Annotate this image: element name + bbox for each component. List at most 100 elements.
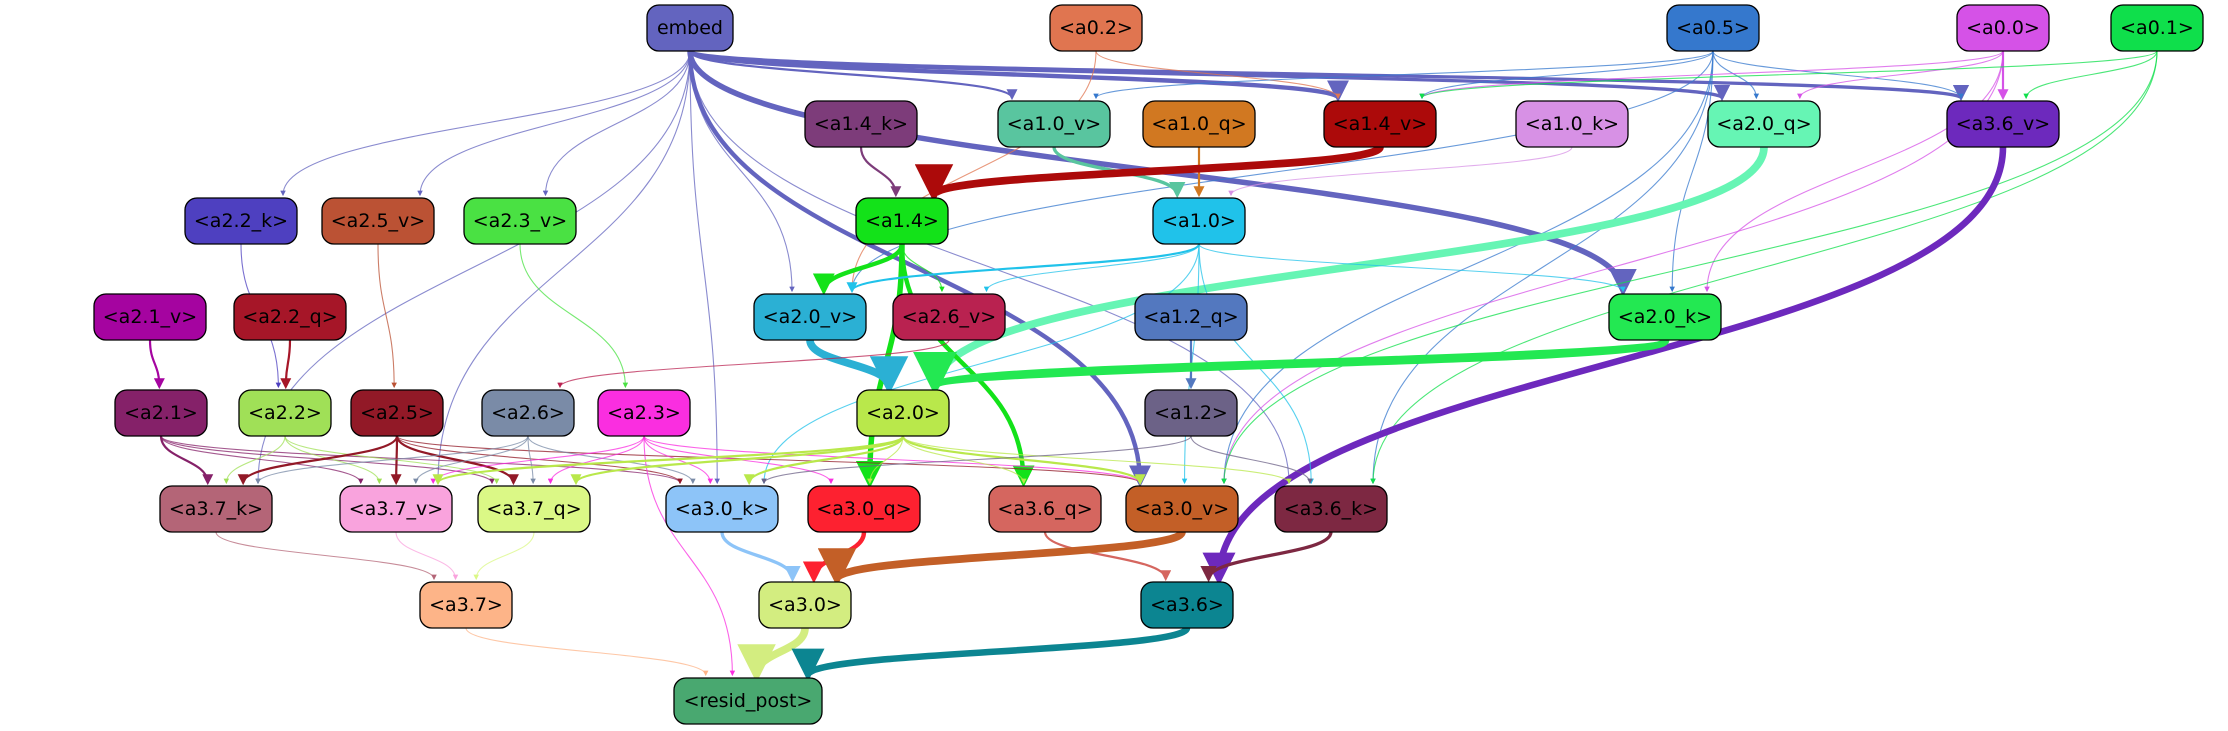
graph-node-a3-0-q[interactable]: <a3.0_q> [807,485,921,533]
node-label: <a3.0_v> [1135,498,1229,520]
edge-a1_0-to-a2_0_v [846,243,1201,294]
node-box [753,293,867,341]
graph-node-resid-post[interactable]: <resid_post> [673,677,823,725]
edge-a1_2-to-a3_6_k [1190,435,1313,485]
node-label: <a0.1> [2120,17,2194,39]
edge-embed-to-a2_0_v [689,50,795,293]
edge-a2_5_v-to-a2_5 [377,243,397,389]
graph-node-a2-0-q[interactable]: <a2.0_q> [1707,100,1821,148]
edge-a2_1-to-a3_7_v [160,435,364,485]
graph-node-a1-0[interactable]: <a1.0> [1152,197,1246,245]
edge-a3_6_q-to-a3_6 [1043,531,1172,582]
graph-node-a0-2[interactable]: <a0.2> [1049,4,1143,52]
node-label: <a2.0_q> [1716,113,1811,135]
graph-node-a3-7-v[interactable]: <a3.7_v> [339,485,453,533]
graph-node-a1-4-k[interactable]: <a1.4_k> [804,100,918,148]
edge-a2_1-to-a3_0_k [160,435,683,485]
graph-node-a2-5[interactable]: <a2.5> [350,389,444,437]
node-label: <a3.7_k> [169,498,263,520]
graph-node-a1-2-q[interactable]: <a1.2_q> [1134,293,1248,341]
edge-a2_6_v-to-a2_6 [557,339,950,389]
graph-node-a1-0-q[interactable]: <a1.0_q> [1142,100,1256,148]
edge-a2_1_v-to-a2_1 [148,339,165,390]
edge-a1_2-to-a3_0_k [761,435,1192,485]
edge-a1_0_k-to-a1_0 [1228,146,1573,197]
graph-node-a3-0-k[interactable]: <a3.0_k> [665,485,779,533]
node-label: <a0.5> [1676,17,1750,39]
node-box [321,197,435,245]
edge-a2_0-to-a3_6_k [902,435,1292,485]
graph-node-a3-7-k[interactable]: <a3.7_k> [159,485,273,533]
node-box [665,485,779,533]
node-label: <a2.2> [248,402,322,424]
graph-node-a2-3[interactable]: <a2.3> [597,389,691,437]
graph-node-a2-1-v[interactable]: <a2.1_v> [93,293,207,341]
graph-node-a2-6-v[interactable]: <a2.6_v> [892,293,1006,341]
edge-a0_2-to-a1_4_v [1095,50,1341,100]
node-box [159,485,273,533]
edge-a2_2_q-to-a2_2 [280,339,292,390]
graph-node-a1-0-k[interactable]: <a1.0_k> [1515,100,1629,148]
node-box [673,677,823,725]
edge-a3_6_v-to-a3_6 [1202,146,2007,586]
graph-node-a2-5-v[interactable]: <a2.5_v> [321,197,435,245]
edge-a2_5-to-a3_7_k [237,435,399,486]
graph-node-a2-2-q[interactable]: <a2.2_q> [233,293,347,341]
graph-node-a1-4-v[interactable]: <a1.4_v> [1323,100,1437,148]
node-box [350,389,444,437]
graph-node-a2-0-v[interactable]: <a2.0_v> [753,293,867,341]
graph-node-a1-4[interactable]: <a1.4> [855,197,949,245]
graph-node-a3-7-q[interactable]: <a3.7_q> [477,485,591,533]
node-label: <a3.0> [768,594,842,616]
graph-node-a0-0[interactable]: <a0.0> [1956,4,2050,52]
edge-a1_4-to-a3_6_q [899,243,1035,488]
node-label: embed [657,17,723,39]
graph-node-embed[interactable]: embed [646,4,734,52]
node-label: <a2.0_v> [763,306,857,328]
edge-a2_3_v-to-a2_3 [519,243,629,389]
graph-node-a2-6[interactable]: <a2.6> [481,389,575,437]
graph-node-a0-1[interactable]: <a0.1> [2110,4,2204,52]
edge-a0_0-to-a2_0_k [1704,50,2004,293]
graph-node-a3-6[interactable]: <a3.6> [1140,581,1234,629]
node-box [1152,197,1246,245]
node-label: <a3.7> [429,594,503,616]
node-box [1125,485,1239,533]
graph-node-a1-0-v[interactable]: <a1.0_v> [997,100,1111,148]
graph-node-a0-5[interactable]: <a0.5> [1666,4,1760,52]
graph-node-a3-0[interactable]: <a3.0> [758,581,852,629]
graph-node-a2-1[interactable]: <a2.1> [114,389,208,437]
node-label: <a1.0> [1162,210,1236,232]
edge-a3_7_v-to-a3_7 [395,531,459,581]
edge-a1_0-to-a2_0_k [1198,243,1626,293]
edge-a3_0-to-resid_post [737,627,809,683]
graph-node-a2-0[interactable]: <a2.0> [856,389,950,437]
graph-node-a1-2[interactable]: <a1.2> [1144,389,1238,437]
graph-node-a3-0-v[interactable]: <a3.0_v> [1125,485,1239,533]
edge-a1_4-to-a2_0_v [812,243,905,296]
node-label: <a1.2> [1154,402,1228,424]
graph-node-a2-0-k[interactable]: <a2.0_k> [1608,293,1722,341]
node-box [477,485,591,533]
edge-a3_0_k-to-a3_0 [720,531,801,583]
edge-embed-to-a2_3_v [542,50,691,197]
edge-layer [148,48,2158,683]
edge-a0_1-to-a3_6_v [2023,50,2158,100]
node-box [233,293,347,341]
edge-a2_3-to-a3_0_v [643,435,1143,485]
graph-node-a2-2[interactable]: <a2.2> [238,389,332,437]
node-box [1707,100,1821,148]
graph-node-a3-6-v[interactable]: <a3.6_v> [1946,100,2060,148]
graph-node-a2-3-v[interactable]: <a2.3_v> [463,197,577,245]
graph-node-a3-6-k[interactable]: <a3.6_k> [1274,485,1388,533]
node-label: <a3.6> [1150,594,1224,616]
edge-a3_6-to-resid_post [791,624,1191,682]
node-box [855,197,949,245]
graph-node-a2-2-k[interactable]: <a2.2_k> [184,197,298,245]
graph-node-a3-6-q[interactable]: <a3.6_q> [988,485,1102,533]
node-label: <a3.6_v> [1956,113,2050,135]
edge-a1_0-to-a3_0_k [761,243,1200,485]
edge-a1_0-to-a2_6_v [983,243,1200,293]
graph-node-a3-7[interactable]: <a3.7> [419,581,513,629]
